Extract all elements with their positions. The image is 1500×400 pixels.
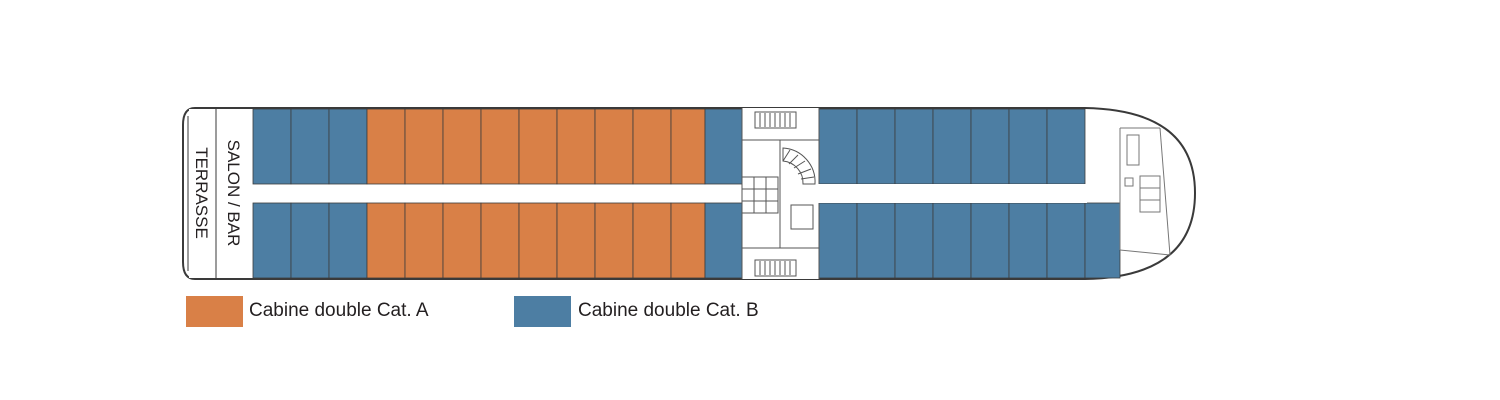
corridor-forward bbox=[819, 184, 1087, 203]
cabin-port-17-cat-b bbox=[932, 108, 972, 185]
cabin-port-10-cat-a bbox=[594, 108, 634, 185]
cabin-port-9-cat-a bbox=[556, 108, 596, 185]
cabins-port-row bbox=[252, 108, 1086, 185]
cabin-starboard-3-cat-b bbox=[328, 202, 368, 279]
helm-icon bbox=[1139, 175, 1161, 213]
stairs-top-icon bbox=[754, 111, 797, 129]
corridor-aft bbox=[252, 184, 742, 203]
salon-bar-area bbox=[217, 109, 252, 278]
terrasse-label: TERRASSE bbox=[192, 147, 211, 239]
cabin-starboard-4-cat-a bbox=[366, 202, 406, 279]
cabin-port-8-cat-a bbox=[518, 108, 558, 185]
cabin-port-1-cat-b bbox=[252, 108, 292, 185]
legend-label-cat-b: Cabine double Cat. B bbox=[578, 300, 759, 321]
cabin-starboard-13-cat-b bbox=[704, 202, 743, 279]
cabin-port-14-cat-b bbox=[818, 108, 858, 185]
cabin-port-13-cat-b bbox=[704, 108, 743, 185]
cabin-starboard-7-cat-a bbox=[480, 202, 520, 279]
cabin-port-15-cat-b bbox=[856, 108, 896, 185]
legend-swatch-cat-a bbox=[186, 296, 243, 327]
cabin-starboard-9-cat-a bbox=[556, 202, 596, 279]
bow-area bbox=[1119, 127, 1171, 256]
cabin-starboard-12-cat-a bbox=[670, 202, 706, 279]
cabin-starboard-20-cat-b bbox=[1046, 202, 1086, 279]
cabin-starboard-6-cat-a bbox=[442, 202, 482, 279]
cabin-starboard-11-cat-a bbox=[632, 202, 672, 279]
cabin-starboard-19-cat-b bbox=[1008, 202, 1048, 279]
grid-unit-icon bbox=[741, 176, 779, 214]
cabin-port-6-cat-a bbox=[442, 108, 482, 185]
cabin-port-11-cat-a bbox=[632, 108, 672, 185]
cabin-port-19-cat-b bbox=[1008, 108, 1048, 185]
spiral-stair-icon bbox=[782, 147, 816, 185]
cabin-starboard-18-cat-b bbox=[970, 202, 1010, 279]
stairwell-block bbox=[741, 108, 820, 279]
cabin-port-4-cat-a bbox=[366, 108, 406, 185]
cabin-starboard-5-cat-a bbox=[404, 202, 444, 279]
legend-swatch-cat-b bbox=[514, 296, 571, 327]
cabin-starboard-8-cat-a bbox=[518, 202, 558, 279]
cabin-starboard-2-cat-b bbox=[290, 202, 330, 279]
terrasse-area bbox=[189, 109, 216, 278]
cabin-starboard-14-cat-b bbox=[818, 202, 858, 279]
cabin-port-7-cat-a bbox=[480, 108, 520, 185]
cabin-starboard-21-cat-b bbox=[1084, 202, 1121, 279]
stairs-bottom-icon bbox=[754, 259, 797, 277]
legend-label-cat-a: Cabine double Cat. A bbox=[249, 300, 429, 321]
cabins-starboard-row bbox=[252, 202, 1121, 279]
reception-desk-icon bbox=[790, 204, 814, 230]
cabin-port-3-cat-b bbox=[328, 108, 368, 185]
cabin-port-5-cat-a bbox=[404, 108, 444, 185]
cabin-starboard-10-cat-a bbox=[594, 202, 634, 279]
cabin-port-18-cat-b bbox=[970, 108, 1010, 185]
cabin-starboard-1-cat-b bbox=[252, 202, 292, 279]
cabin-port-20-cat-b bbox=[1046, 108, 1086, 185]
cabin-starboard-15-cat-b bbox=[856, 202, 896, 279]
cabin-port-2-cat-b bbox=[290, 108, 330, 185]
cabin-starboard-17-cat-b bbox=[932, 202, 972, 279]
cabin-starboard-16-cat-b bbox=[894, 202, 934, 279]
salon-bar-label: SALON / BAR bbox=[224, 140, 243, 247]
cabin-port-12-cat-a bbox=[670, 108, 706, 185]
cabin-port-16-cat-b bbox=[894, 108, 934, 185]
